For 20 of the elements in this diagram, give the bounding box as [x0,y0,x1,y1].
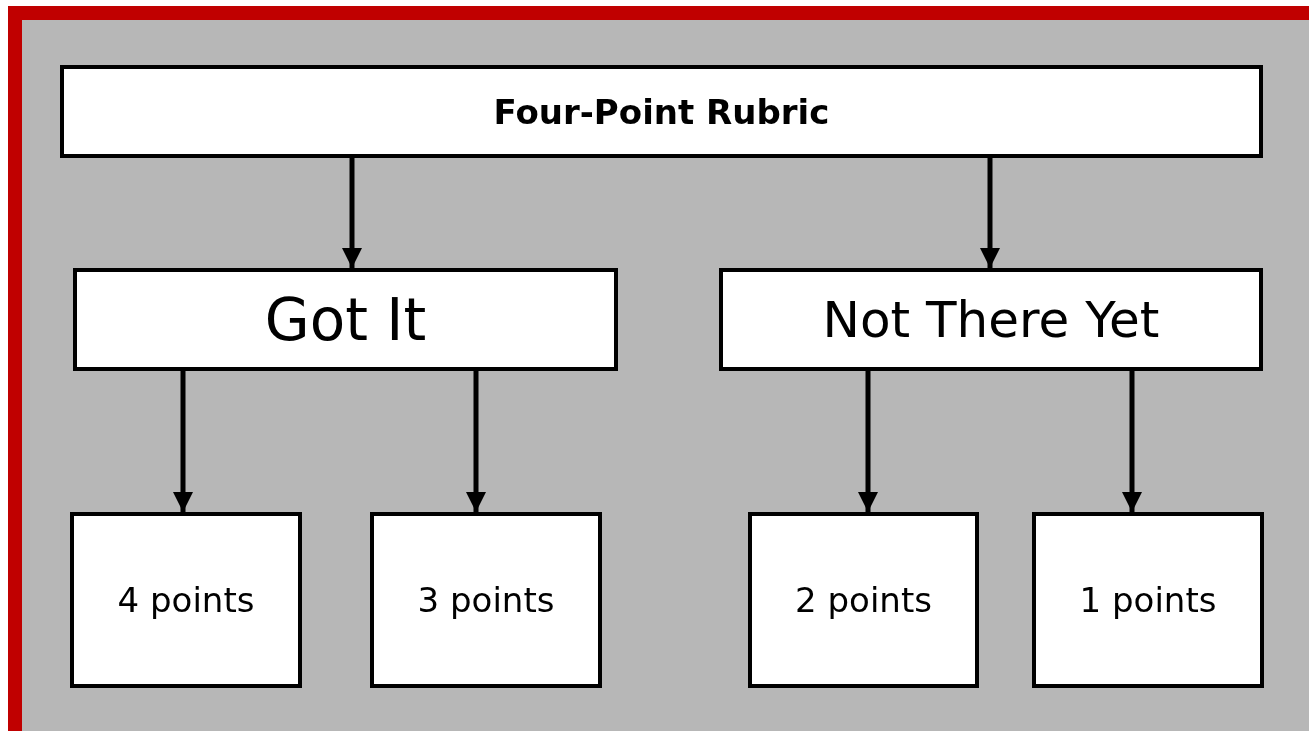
box-label: Not There Yet [822,290,1160,349]
category-box [1032,512,1264,688]
arrow [858,371,878,512]
category-box [73,268,618,371]
arrow [466,371,486,512]
box-label: 4 points [117,580,255,620]
arrow [173,371,193,512]
category-box [719,268,1263,371]
title-box [60,65,1263,158]
box-label: Got It [264,285,427,354]
category-box [370,512,602,688]
category-box [70,512,302,688]
box-label: 1 points [1079,580,1217,620]
box-label: 3 points [417,580,555,620]
arrow [342,158,362,268]
box-label: Four-Point Rubric [493,91,830,132]
arrow [980,158,1000,268]
category-box [748,512,979,688]
arrow [1122,371,1142,512]
box-label: 2 points [795,580,932,620]
